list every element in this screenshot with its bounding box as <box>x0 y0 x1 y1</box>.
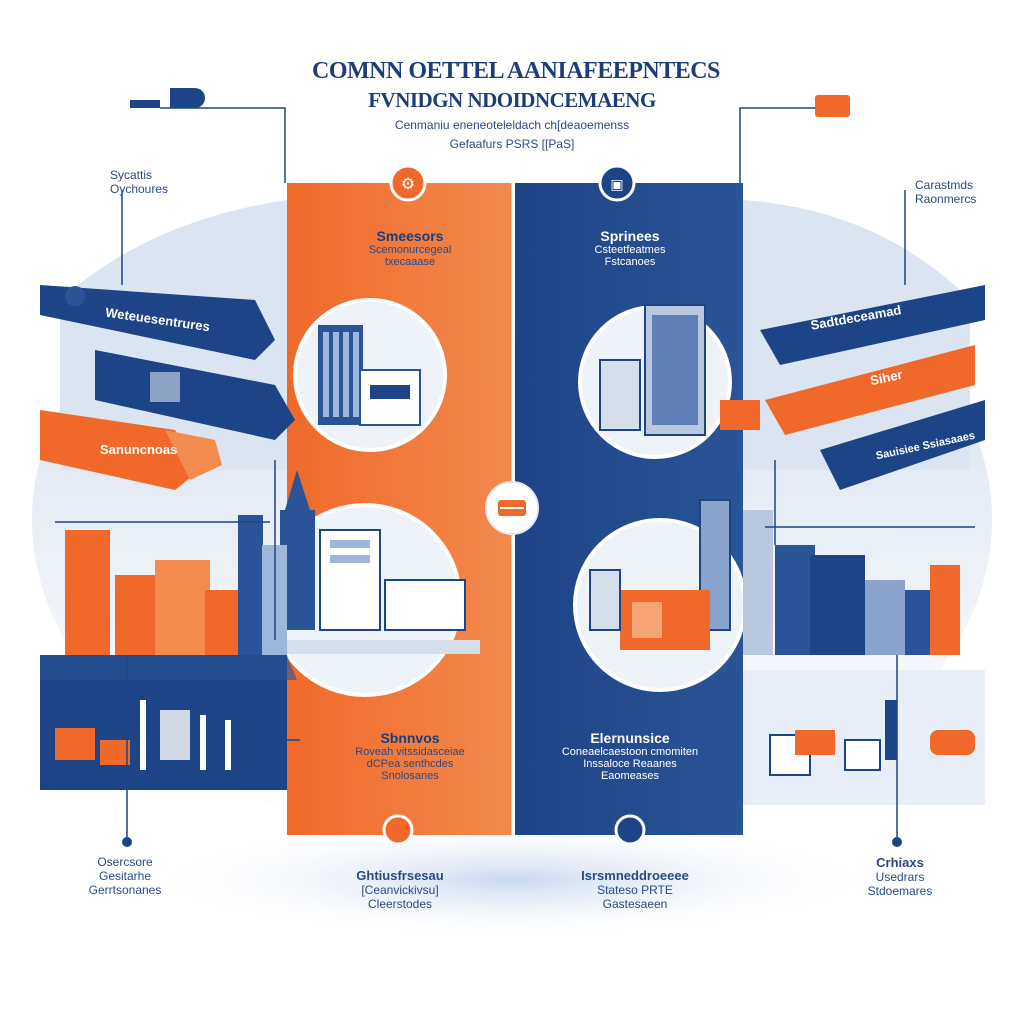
bottom-col-2: Ghtiusfrsesau [Ceanvickivsu] Cleerstodes <box>320 868 480 911</box>
side-label-top-right: Carastmds Raonmercs <box>915 178 976 206</box>
bottom-col-3: Isrsmneddroeeee Stateso PRTE Gastesaeen <box>555 868 715 911</box>
navy-panel-icon-glyph: ▣ <box>610 177 623 193</box>
bottom-col-1-line3: Gerrtsonanes <box>88 883 162 897</box>
left-banner-3-label: Sanuncnoas <box>100 442 178 457</box>
lower-left-title: Sbnnvos <box>380 730 440 746</box>
header-subtitle-line3: Cenmaniu eneneoteleldach ch[deaoemenss <box>394 118 630 132</box>
side-label-top-right-2: Raonmercs <box>915 192 977 206</box>
orange-panel <box>287 183 512 835</box>
center-right-sub1: Csteetfeatmes <box>594 244 666 256</box>
center-left-title: Smeesors <box>376 228 444 244</box>
navy-panel-bottom-icon[interactable] <box>614 814 646 846</box>
left-banner-2[interactable] <box>95 350 295 440</box>
bottom-col-2-line3: Cleerstodes <box>367 897 433 911</box>
bottom-col-1-line1: Osercsore <box>97 855 153 869</box>
header-title-line2: FVNIDGN NDOIDNCEMAENG <box>368 88 656 112</box>
center-right-sub2: Fstcanoes <box>604 256 656 268</box>
center-left-sub2: txecaaase <box>384 256 436 268</box>
lower-left-block: Sbnnvos Roveah vitssidasceiae dCPea sent… <box>320 730 500 782</box>
header-subtitle-line4: Gefaafurs PSRS [[PaS] <box>449 137 575 151</box>
illustration-circle-bottom-left <box>240 470 480 697</box>
illustration-circle-top-left <box>293 298 447 452</box>
lower-left-sub2: dCPea senthcdes <box>366 758 454 770</box>
orange-panel-bottom-icon[interactable] <box>382 814 414 846</box>
bottom-col-3-line2: Stateso PRTE <box>597 883 673 897</box>
lower-left-sub1: Roveah vitssidasceiae <box>355 746 465 758</box>
side-label-top-right-1: Carastmds <box>915 178 974 192</box>
center-right-block: Sprinees Csteetfeatmes Fstcanoes <box>550 228 710 268</box>
bottom-left-tools-box <box>40 655 297 790</box>
bottom-glow <box>132 820 892 940</box>
lower-right-sub2: Inssaloce Reaanes <box>583 758 677 770</box>
side-label-top-left-2: Oychoures <box>110 182 169 196</box>
lower-right-sub1: Coneaelcaestoon cmomiten <box>561 746 699 758</box>
bottom-col-3-line3: Gastesaeen <box>602 897 668 911</box>
bottom-col-4-line1: Crhiaxs <box>876 855 924 870</box>
illustration-circle-bottom-right <box>573 499 747 692</box>
lower-right-title: Elernunsice <box>590 730 670 746</box>
right-banner-3[interactable] <box>820 400 985 490</box>
center-left-block: Smeesors Scemonurcegeal txecaaase <box>330 228 490 268</box>
right-banner-2[interactable] <box>765 345 975 435</box>
bottom-col-1: Osercsore Gesitarhe Gerrtsonanes <box>65 855 185 897</box>
right-banner-1[interactable] <box>760 285 985 365</box>
header-title-line1: COMNN OETTEL AANIAFEEPNTECS <box>312 58 720 84</box>
lower-right-sub3: Eaomeases <box>600 770 660 782</box>
top-right-box-icon[interactable] <box>815 95 850 117</box>
bottom-col-2-line2: [Ceanvickivsu] <box>361 883 439 897</box>
center-left-sub1: Scemonurcegeal <box>368 244 452 256</box>
bottom-col-4-line2: Usedrars <box>875 870 925 884</box>
orange-panel-top-icon[interactable] <box>389 164 427 202</box>
lower-right-block: Elernunsice Coneaelcaestoon cmomiten Ins… <box>535 730 725 782</box>
orange-panel-icon-glyph: ⚙ <box>401 174 415 193</box>
bottom-right-equipment-box <box>743 670 985 805</box>
side-label-top-left-1: Sycattis <box>110 168 153 182</box>
bottom-right-pin[interactable] <box>892 837 902 847</box>
bottom-col-3-line1: Isrsmneddroeeee <box>581 868 689 883</box>
bottom-col-1-line2: Gesitarhe <box>98 869 152 883</box>
right-city-illustration <box>743 510 960 655</box>
center-right-title: Sprinees <box>600 228 660 244</box>
left-banner-3[interactable] <box>40 410 222 490</box>
side-label-top-left: Sycattis Oychoures <box>110 168 168 196</box>
bottom-col-4: Crhiaxs Usedrars Stdoemares <box>840 855 960 898</box>
left-banner-1[interactable] <box>40 285 275 360</box>
top-left-plug-icon[interactable] <box>130 88 205 108</box>
navy-panel-top-icon[interactable] <box>598 164 636 202</box>
bottom-left-pin[interactable] <box>122 837 132 847</box>
lower-left-sub3: Snolosanes <box>381 770 439 782</box>
illustration-circle-top-right <box>578 304 760 459</box>
bottom-col-2-line1: Ghtiusfrsesau <box>356 868 444 883</box>
bottom-col-4-line3: Stdoemares <box>867 884 933 898</box>
left-city-illustration <box>65 515 287 655</box>
connector-lines <box>55 107 975 840</box>
